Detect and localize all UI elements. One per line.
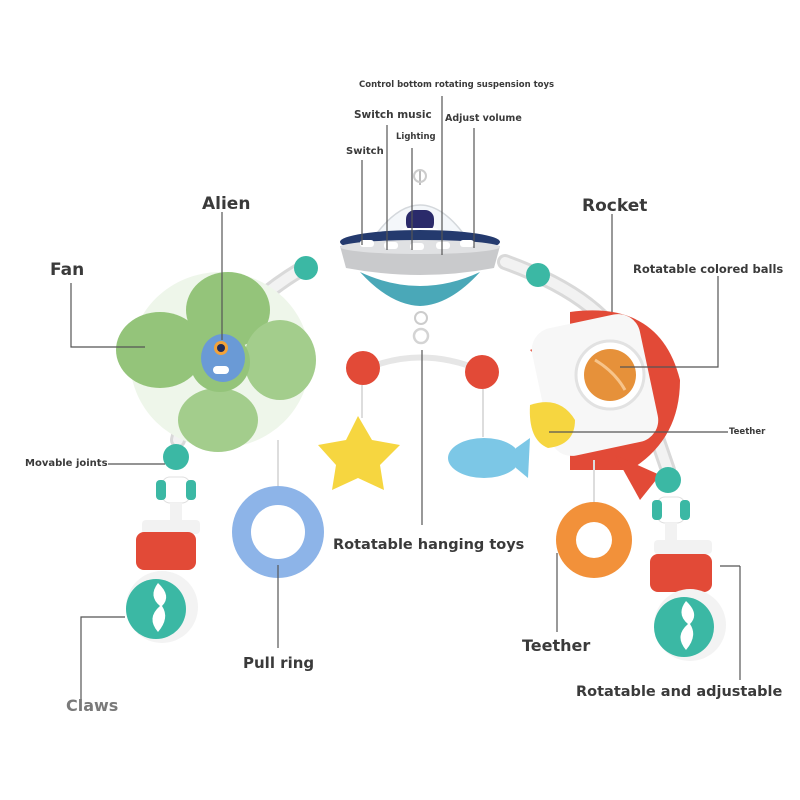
label-rotatable-balls: Rotatable colored balls (633, 262, 784, 276)
left-clamp (136, 532, 196, 570)
colored-ball (584, 349, 636, 401)
pull-ring (232, 440, 324, 578)
hanging-mobile (318, 351, 530, 490)
label-teether: Teether (522, 636, 591, 655)
label-teether-small: Teether (729, 427, 766, 437)
right-claw (654, 597, 714, 657)
joint-left-top (294, 256, 318, 280)
label-hanging-toys: Rotatable hanging toys (333, 537, 525, 553)
joint-right-top (526, 263, 550, 287)
label-fan: Fan (50, 260, 85, 280)
label-switch-music: Switch music (354, 109, 432, 121)
label-alien: Alien (202, 194, 251, 214)
flower-teether (556, 460, 632, 578)
label-pull-ring: Pull ring (243, 654, 315, 672)
label-rocket: Rocket (582, 196, 648, 216)
fish-toy (448, 438, 520, 478)
label-switch: Switch (346, 146, 384, 157)
right-clamp (650, 554, 712, 592)
mobile-ball-left (346, 351, 380, 385)
right-leg (650, 467, 726, 661)
mobile-ball-right (465, 355, 499, 389)
star-toy (318, 416, 400, 490)
left-leg (126, 444, 200, 643)
fan (116, 272, 316, 452)
label-lighting: Lighting (396, 132, 436, 142)
alien (201, 334, 245, 382)
label-rotatable-adjustable: Rotatable and adjustable (576, 684, 783, 700)
ufo-music-box (340, 169, 500, 345)
left-claw (126, 579, 186, 639)
label-control-bottom: Control bottom rotating suspension toys (359, 80, 555, 90)
label-movable-joints: Movable joints (25, 458, 108, 469)
leader-lines (70, 96, 741, 700)
label-claws: Claws (66, 696, 119, 715)
label-adjust-volume: Adjust volume (445, 113, 522, 124)
rocket (529, 310, 680, 500)
